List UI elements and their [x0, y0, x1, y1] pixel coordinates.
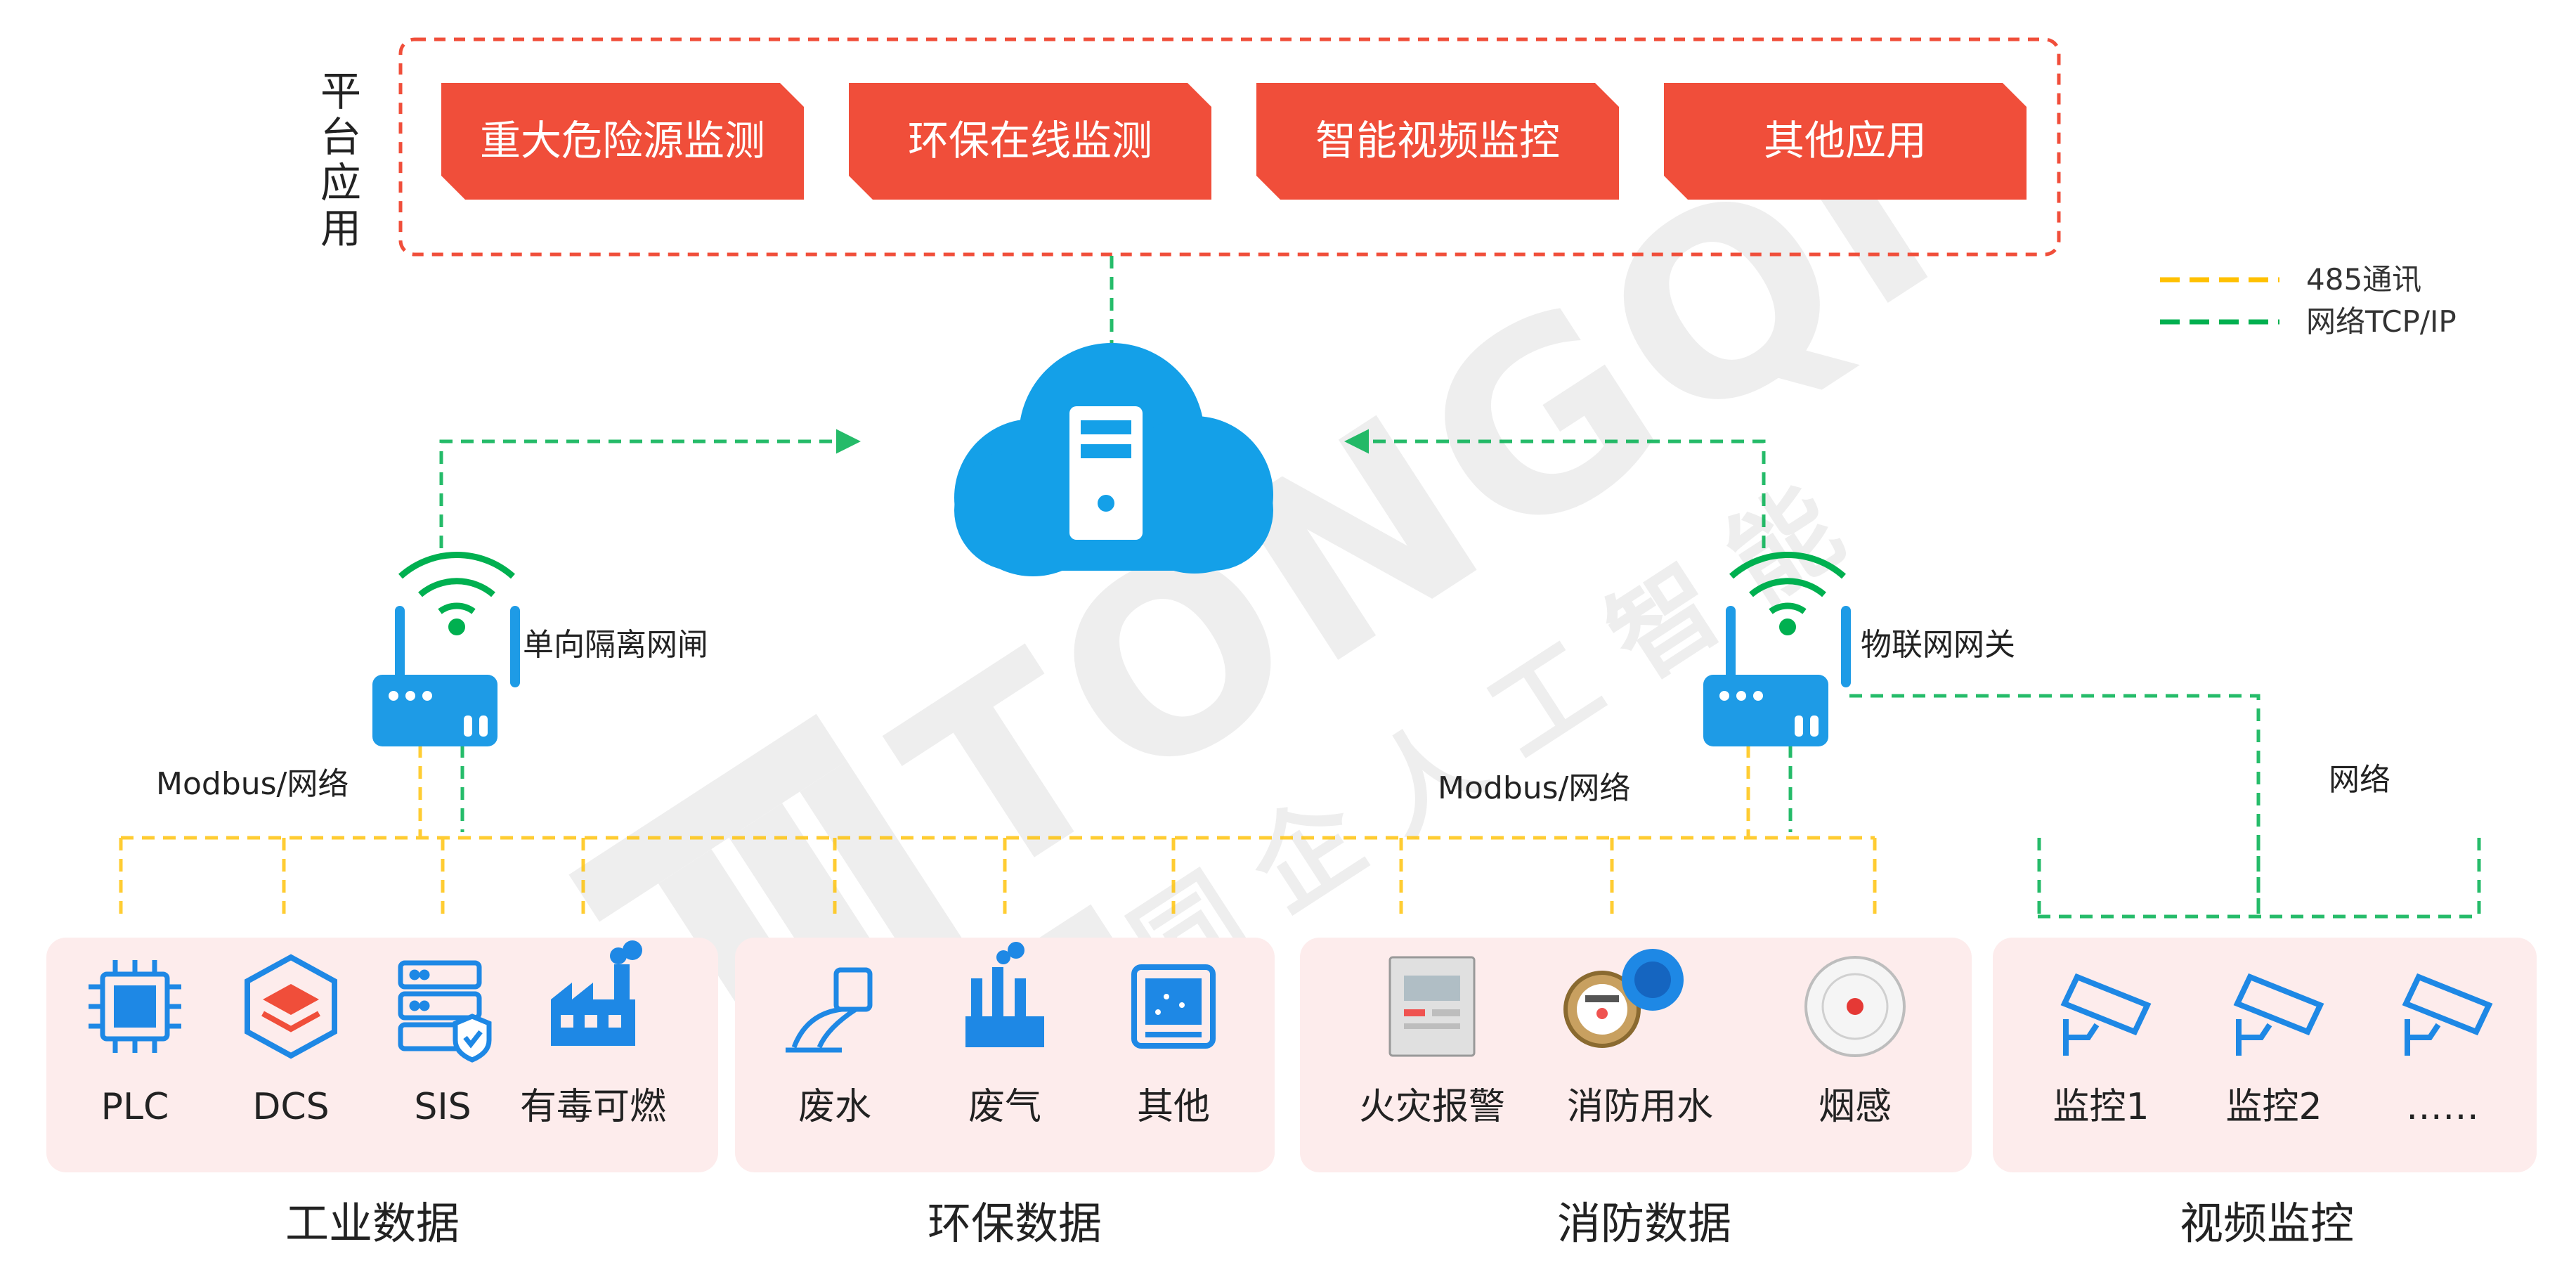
- item-label: SIS: [414, 1086, 471, 1128]
- plc-chip-icon: [89, 960, 181, 1053]
- other-monitor-icon: [1131, 964, 1216, 1049]
- app-button-major-hazard[interactable]: 重大危险源监测: [441, 83, 804, 200]
- app-label: 智能视频监控: [1315, 117, 1560, 164]
- group-title-environmental: 环保数据: [928, 1198, 1102, 1249]
- platform-label-char: 用: [320, 205, 361, 252]
- camera-icon: [2233, 973, 2324, 1056]
- network-links: [439, 256, 2481, 919]
- legend-label-485: 485通讯: [2306, 262, 2421, 297]
- app-button-other[interactable]: 其他应用: [1664, 83, 2027, 200]
- item-label: 有毒可燃: [520, 1086, 666, 1128]
- app-label: 环保在线监测: [908, 117, 1152, 164]
- rs485-bus: [119, 745, 1877, 917]
- camera-icon: [2060, 973, 2152, 1056]
- dcs-layers-icon: [245, 954, 337, 1059]
- platform-apps: 重大危险源监测 环保在线监测 智能视频监控 其他应用: [441, 83, 2027, 200]
- panel-industrial: [46, 938, 718, 1172]
- platform-border: [398, 37, 2061, 257]
- router-icon-right: [1703, 551, 1851, 746]
- group-title-industrial: 工业数据: [285, 1198, 460, 1249]
- wastewater-pipe-icon: [786, 967, 873, 1053]
- factory-icon: [551, 940, 642, 1046]
- item-label: 烟感: [1819, 1086, 1892, 1128]
- group-title-video: 视频监控: [2180, 1198, 2354, 1249]
- link-right-label: Modbus/网络: [1438, 770, 1630, 806]
- item-label: 废水: [798, 1086, 871, 1128]
- link-left-label: Modbus/网络: [156, 766, 349, 802]
- app-button-smart-video[interactable]: 智能视频监控: [1256, 83, 1619, 200]
- item-label: DCS: [252, 1086, 329, 1128]
- panel-video: [1993, 938, 2537, 1172]
- platform-label-char: 应: [320, 159, 361, 207]
- link-network-label: 网络: [2329, 762, 2390, 798]
- item-label: 其他: [1137, 1086, 1210, 1128]
- item-label: 火灾报警: [1359, 1086, 1505, 1128]
- legend-label-tcpip: 网络TCP/IP: [2306, 304, 2457, 339]
- platform-label: 平 台 应 用: [320, 67, 361, 252]
- fire-alarm-panel-icon: [1388, 956, 1476, 1057]
- smoke-detector-icon: [1804, 956, 1906, 1057]
- item-label: 消防用水: [1567, 1086, 1713, 1128]
- item-label: ……: [2406, 1086, 2479, 1128]
- legend: 485通讯 网络TCP/IP: [2160, 262, 2457, 339]
- item-label: PLC: [101, 1086, 169, 1128]
- water-meter-icon: [1563, 949, 1684, 1048]
- platform-label-char: 平: [320, 67, 361, 115]
- app-label: 其他应用: [1764, 117, 1927, 164]
- gateway-right-label: 物联网网关: [1861, 627, 2015, 663]
- cloud-server-icon: [954, 343, 1273, 576]
- app-button-env-online[interactable]: 环保在线监测: [849, 83, 1211, 200]
- sis-server-icon: [398, 960, 492, 1063]
- exhaust-chimney-icon: [965, 942, 1044, 1047]
- item-label: 监控1: [2053, 1086, 2149, 1128]
- group-title-fire: 消防数据: [1557, 1198, 1731, 1249]
- item-label: 废气: [968, 1086, 1041, 1128]
- item-label: 监控2: [2225, 1086, 2322, 1128]
- app-label: 重大危险源监测: [480, 117, 765, 164]
- platform-label-char: 台: [320, 113, 361, 161]
- camera-icon: [2402, 973, 2493, 1056]
- gateway-left-label: 单向隔离网闸: [523, 627, 708, 663]
- panel-environmental: [735, 938, 1275, 1172]
- router-icon-left: [372, 551, 520, 746]
